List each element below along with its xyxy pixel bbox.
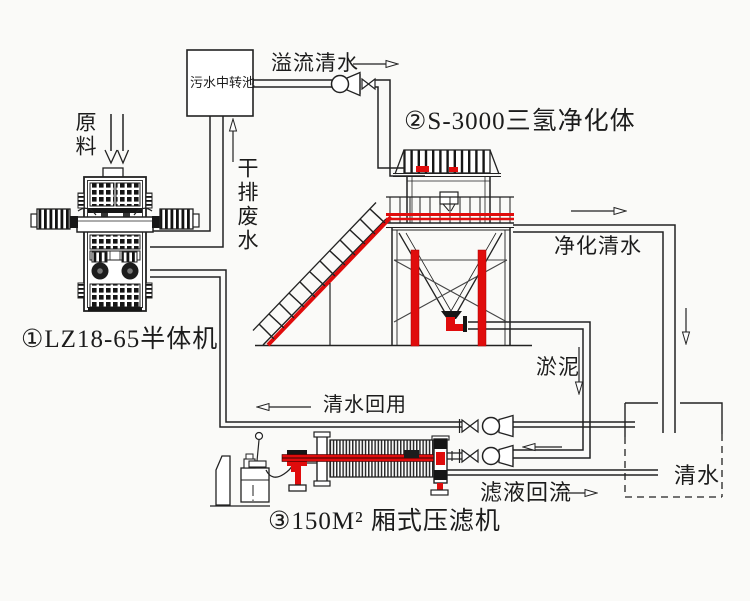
machine-screen-mesh (89, 182, 115, 207)
sludge-outlet-elbow (446, 324, 463, 331)
raw-material-pipe (110, 114, 124, 151)
machine-motor-right (152, 208, 200, 230)
purified-water-pipe (513, 224, 676, 433)
purifier-tower (386, 149, 514, 347)
stair-stringer (266, 215, 393, 347)
tower-leg-left (410, 249, 420, 347)
stair-rail-posts (258, 208, 386, 340)
sewage-transfer-pool-box (186, 49, 254, 117)
separator-machine (30, 167, 200, 312)
filtrate-return-label: 滤液回流 (480, 480, 573, 505)
filter-press (210, 431, 450, 507)
filtrate-pipe (443, 469, 658, 476)
stairs (252, 202, 393, 347)
sewage-transfer-pool-label: 污水中转池 (190, 75, 256, 90)
clear-water-tank (624, 402, 723, 498)
overflow-pipe-a (253, 79, 332, 88)
purified-clear-water-label: 净化清水 (554, 234, 642, 258)
sludge-label: 淤泥 (536, 355, 580, 379)
valve-icon (461, 418, 479, 434)
clear-water-reuse-label: 清水回用 (323, 394, 407, 416)
purifier-unit-label: ②S-3000三氢净化体 (404, 108, 636, 135)
stair-handrail (252, 202, 377, 331)
pump-icon (481, 416, 501, 436)
pump-cone-icon (498, 444, 514, 468)
pump-cone-icon (498, 414, 514, 438)
hydraulic-hose (265, 465, 293, 478)
tower-leg-right (477, 249, 487, 347)
raw-material-label: 原料 (73, 111, 98, 159)
pump-icon (330, 74, 350, 94)
valve-icon (361, 77, 376, 91)
reuse-pipe-left (150, 269, 462, 428)
machine-motor-left (30, 208, 78, 230)
raw-material-arrowheads-icon (104, 149, 130, 165)
valve-icon (461, 448, 479, 464)
flow-arrows (233, 64, 686, 493)
reuse-pump (458, 414, 514, 438)
lever-handle-icon (254, 431, 264, 441)
tower-hopper (439, 191, 459, 205)
sludge-feed-pump (443, 444, 514, 468)
dry-discharge-label: 干排废水 (235, 157, 260, 253)
press-fixed-head (430, 435, 450, 496)
filter-press-unit-label: ③150M² 厢式压滤机 (268, 508, 501, 535)
dry-discharge-pipe (150, 116, 224, 248)
overflow-clear-water-label: 溢流清水 (271, 51, 359, 75)
sludge-pipe (468, 321, 591, 459)
hydraulic-unit (210, 431, 293, 507)
separator-unit-label: ①LZ18-65半体机 (21, 326, 219, 353)
overflow-pump (330, 71, 376, 97)
platform-rail-posts (389, 197, 511, 223)
pump-icon (481, 446, 501, 466)
machine-hoses (77, 207, 153, 216)
machine-cross-beam (76, 216, 154, 233)
reuse-pipe-right (513, 421, 635, 428)
clear-water-label: 清水 (674, 463, 721, 488)
